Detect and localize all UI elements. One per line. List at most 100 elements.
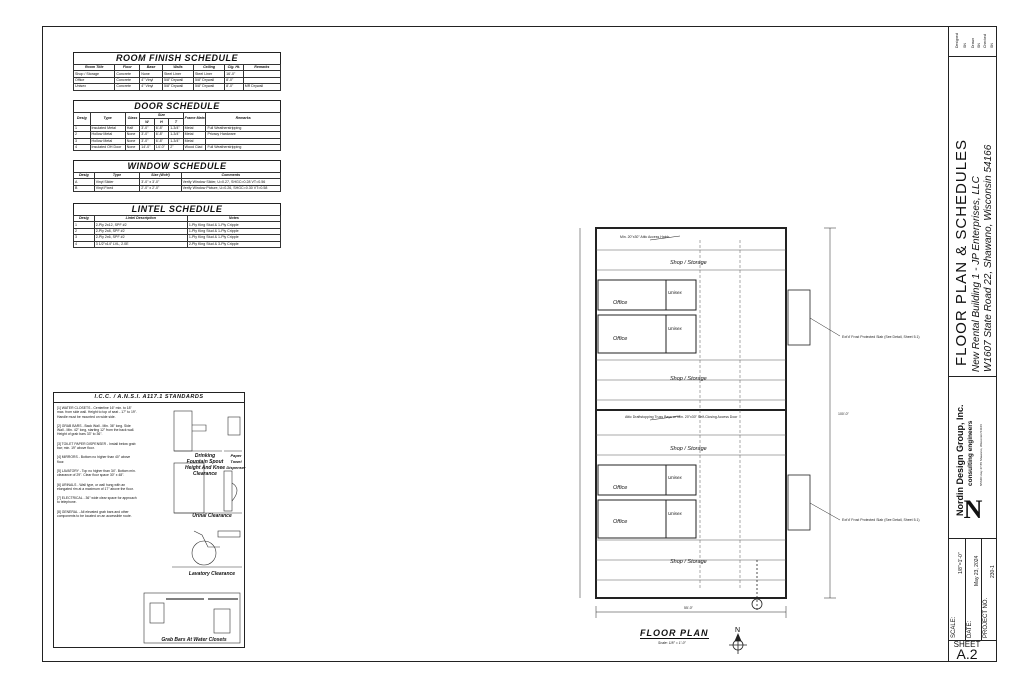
lintel-schedule-title: LINTEL SCHEDULE	[73, 203, 281, 215]
title-divider-2	[949, 538, 997, 539]
room-label-unisex-4: Unisex	[668, 511, 683, 516]
firm-logo-icon: N	[963, 495, 983, 524]
sheet-label: SHEET	[953, 640, 981, 649]
door-schedule: DOOR SCHEDULE Desig Type Glass Size Fram…	[73, 100, 281, 152]
room-label-office-1: Office	[613, 300, 627, 306]
designed-value: SN	[963, 43, 967, 48]
ada-details-drawing	[143, 410, 242, 644]
room-label-unisex-2: Unisex	[668, 326, 683, 331]
north-arrow-label: N	[735, 627, 740, 634]
title-divider-3	[949, 640, 997, 641]
door-col-t: T	[168, 118, 184, 126]
info-col-2	[965, 538, 982, 640]
sheet-title: FLOOR PLAN & SCHEDULES	[953, 138, 970, 366]
table-cell: Concrete	[114, 70, 141, 78]
checked-value: SN	[990, 43, 994, 48]
table-cell: Concrete	[114, 83, 141, 91]
info-col-1	[949, 538, 966, 640]
project-name: New Rental Building 1 - JP Enterprises, …	[971, 176, 982, 372]
table-cell: Concrete	[114, 76, 141, 85]
water-closet-detail	[149, 602, 165, 624]
lavatory-caption: Lavatory Clearance	[188, 571, 236, 577]
table-cell: Steel Liner	[193, 70, 226, 78]
date-value: May 23, 2024	[974, 555, 980, 586]
title-divider-1	[949, 376, 997, 377]
unisex-room-4	[665, 499, 697, 539]
office-room-2	[597, 314, 667, 354]
room_schedule-col-6: Remarks	[242, 63, 282, 72]
table-cell: Office	[72, 76, 116, 85]
ada-note: [8] GENERAL - All elevated grab bars and…	[57, 509, 132, 519]
drawn-label: Drawn	[971, 37, 975, 48]
building-outline	[595, 227, 787, 599]
ada-notes: [1] WATER CLOSETS - Centerline 16" min. …	[57, 406, 137, 523]
drawing-border	[42, 26, 997, 662]
room-label-office-3: Office	[613, 485, 627, 491]
unisex-room-1	[665, 279, 697, 311]
urinal-clearance-box	[173, 462, 205, 514]
ada-note: [1] WATER CLOSETS - Centerline 16" min. …	[57, 406, 137, 419]
note-attic-hatch: Min. 20"x30" Attic Access Hatch	[620, 235, 669, 239]
table-cell: Unisex	[72, 83, 116, 91]
room_schedule-col-0: Room Title	[72, 63, 116, 72]
sheet-number: A.2	[956, 646, 978, 662]
room-label-unisex-3: Unisex	[668, 475, 683, 480]
firm-subtitle: consulting engineers	[967, 420, 974, 486]
office-room-1	[597, 279, 667, 311]
frost-slab-2	[787, 474, 811, 531]
ada-note: [7] ELECTRICAL - 36" wide clear space fo…	[57, 496, 137, 505]
room-label-office-2: Office	[613, 336, 627, 342]
drawn-value: SN	[977, 43, 981, 48]
room-label-unisex-1: Unisex	[668, 290, 683, 295]
fountain-detail-spout	[192, 424, 207, 432]
project-no-value: 230-1	[990, 565, 996, 578]
table-cell: Verify Window Picture, U=0.26, SHGC=0.30…	[180, 184, 282, 193]
door-schedule-title: DOOR SCHEDULE	[73, 100, 281, 112]
ada-note: [4] MIRRORS - Bottom no higher than 40" …	[57, 455, 131, 464]
urinal-detail-wall	[223, 470, 233, 512]
revision-box	[949, 26, 997, 57]
room-schedule-title: ROOM FINISH SCHEDULE	[73, 52, 281, 64]
table-cell: Shop / Storage	[72, 70, 116, 78]
towel-caption: Paper Towel Dispenser	[226, 453, 246, 470]
ada-note: [2] GRAB BARS - Back Wall - Min. 36" lon…	[57, 423, 135, 437]
dim-building-width: 55'-0"	[684, 606, 694, 610]
firm-address: N5640 Hwy 47-55 Shawano, Wisconsin 54166	[979, 424, 983, 486]
frost-slab-1	[787, 289, 811, 346]
table-cell	[242, 70, 282, 78]
wheelchair-wheel	[191, 540, 217, 566]
floor-plan-title: FLOOR PLAN	[640, 628, 709, 639]
ada-note: [5] LAVATORY - Top no higher than 34". B…	[57, 468, 136, 478]
scale-value: 1/8"=1'-0"	[958, 552, 964, 574]
ada-note: [6] URINALS - Wall type, or wall hung wi…	[57, 482, 134, 491]
room-label-shop-2: Shop / Storage	[670, 376, 707, 382]
table-cell: MR Drywall	[242, 83, 282, 91]
grab-bar-plan	[143, 592, 241, 644]
ada-standards-panel: I.C.C. / A.N.S.I. A117.1 STANDARDS [1] W…	[53, 392, 246, 648]
note-frost-slab-2: Ext'd' Frost Protected Slab (See Detail,…	[842, 518, 920, 522]
checked-label: Checked	[983, 34, 987, 48]
unisex-room-2	[665, 314, 697, 354]
fountain-caption: Drinking Fountain Spout Height And Knee …	[184, 453, 226, 477]
room-label-shop-4: Shop / Storage	[670, 559, 707, 565]
room-label-shop-3: Shop / Storage	[670, 446, 707, 452]
table-cell: 2"	[168, 143, 184, 152]
ada-title: I.C.C. / A.N.S.I. A117.1 STANDARDS	[54, 393, 244, 403]
project-address: W1607 State Road 22, Shawano, Wisconsin …	[983, 144, 994, 372]
table-cell: 5/8" Drywall	[193, 76, 226, 85]
urinal-caption: Urinal Clearance	[192, 513, 232, 519]
note-frost-slab-1: Ext'd' Frost Protected Slab (See Detail,…	[842, 335, 920, 339]
dim-building-length: 100'-0"	[838, 412, 850, 416]
